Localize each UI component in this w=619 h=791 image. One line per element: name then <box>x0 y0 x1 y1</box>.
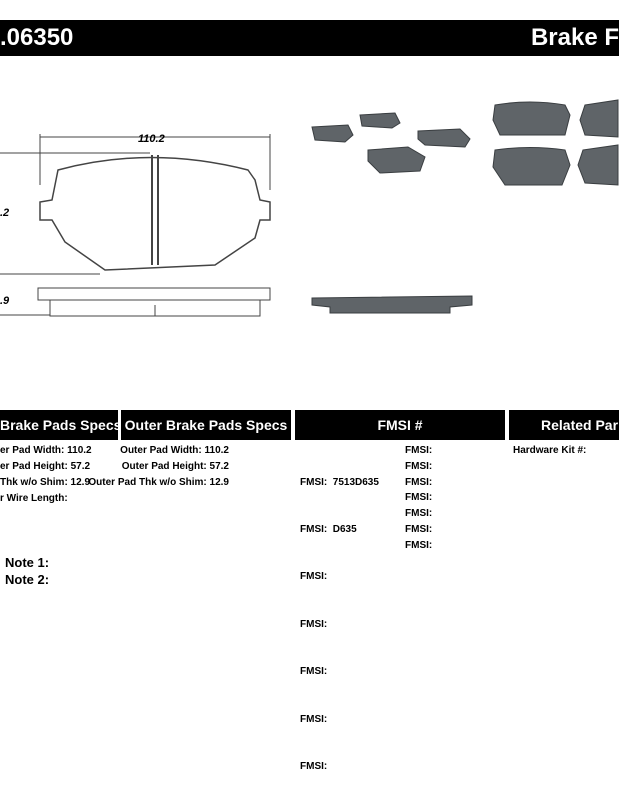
note-2: Note 2: <box>5 572 50 587</box>
outer-pad-height: Outer Pad Height: 57.2 <box>121 461 229 472</box>
fmsi-entry: FMSI: 7513D635 <box>300 476 379 488</box>
inner-pad-thickness: Thk w/o Shim: 12.9 <box>0 477 91 488</box>
outer-pad-width: Outer Pad Width: 110.2 <box>120 445 229 456</box>
fmsi-list-left: FMSI: 7513D635 FMSI: D635 FMSI: FMSI: FM… <box>300 443 379 791</box>
fmsi-entry: FMSI: <box>405 492 433 504</box>
related-parts-header: Related Par <box>509 410 619 440</box>
outer-specs-header: Outer Brake Pads Specs <box>121 410 291 440</box>
fmsi-list-right: FMSI: FMSI: FMSI: FMSI: FMSI: FMSI: FMSI… <box>405 443 432 554</box>
inner-specs: er Pad Width: 110.2 er Pad Height: 57.2 … <box>0 443 92 507</box>
inner-specs-header: Brake Pads Specs <box>0 410 121 440</box>
page-title: Brake F <box>530 24 619 51</box>
fmsi-entry: FMSI: <box>405 508 433 520</box>
hardware-kit: Hardware Kit #: <box>513 445 587 456</box>
fmsi-header: FMSI # <box>295 410 505 440</box>
outer-specs: Outer Pad Width: 110.2 Outer Pad Height:… <box>88 443 229 491</box>
width-dimension: 110.2 <box>138 133 165 145</box>
fmsi-entry: FMSI: <box>405 460 433 472</box>
outer-pad-thickness: Outer Pad Thk w/o Shim: 12.9 <box>88 477 229 488</box>
note-1: Note 1: <box>5 555 50 570</box>
thickness-dimension: .9 <box>0 295 10 307</box>
fmsi-entry: FMSI: <box>405 476 433 488</box>
pad-drawing: 110.2 .2 .9 <box>0 133 271 317</box>
inner-pad-width: er Pad Width: 110.2 <box>0 445 92 456</box>
header-bar <box>0 20 619 56</box>
fmsi-entry: FMSI: <box>405 445 433 456</box>
part-number: .06350 <box>0 24 74 51</box>
inner-wire-length: r Wire Length: <box>0 493 68 504</box>
fmsi-entry: FMSI: <box>300 666 328 678</box>
fmsi-entry: FMSI: <box>300 571 328 583</box>
pad-photos <box>311 99 619 314</box>
fmsi-entry: FMSI: <box>405 539 433 551</box>
fmsi-entry: FMSI: D635 <box>300 523 357 535</box>
height-dimension: .2 <box>0 207 9 219</box>
fmsi-entry: FMSI: <box>405 523 433 535</box>
fmsi-entry: FMSI: <box>300 760 328 772</box>
inner-pad-height: er Pad Height: 57.2 <box>0 461 91 472</box>
fmsi-entry: FMSI: <box>300 618 328 630</box>
fmsi-entry: FMSI: <box>300 713 328 725</box>
